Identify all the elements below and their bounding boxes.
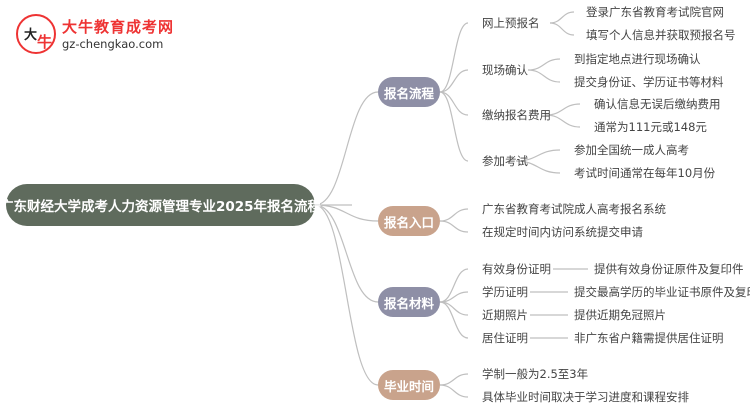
- logo-title: 大牛教育成考网: [62, 18, 175, 36]
- logo-mark: 大 牛: [16, 14, 56, 54]
- process-step-take-exam: 参加考试: [482, 154, 528, 168]
- connector-line: [314, 91, 379, 206]
- connector-line: [439, 69, 469, 93]
- graduation-item: 具体毕业时间取决于学习进度和课程安排: [482, 390, 689, 404]
- connector-line: [527, 69, 561, 83]
- category-node-graduation: 毕业时间: [378, 370, 440, 400]
- process-detail: 考试时间通常在每年10月份: [574, 166, 716, 180]
- category-node-materials: 报名材料: [378, 287, 440, 317]
- connector-line: [439, 91, 469, 162]
- connector-line: [515, 160, 561, 174]
- connector-line: [439, 208, 469, 222]
- logo-mark-char-2: 牛: [37, 33, 53, 51]
- root-node: 广东财经大学成考人力资源管理专业2025年报名流程: [0, 184, 321, 226]
- material-item-photo: 近期照片: [482, 308, 528, 322]
- process-detail: 登录广东省教育考试院官网: [586, 5, 724, 19]
- process-detail: 填写个人信息并获取预报名号: [586, 28, 736, 42]
- process-detail: 参加全国统一成人高考: [574, 143, 689, 157]
- material-detail: 提供有效身份证原件及复印件: [594, 262, 744, 276]
- process-step-online-prereg: 网上预报名: [482, 16, 540, 30]
- material-item-residence: 居住证明: [482, 331, 528, 345]
- logo-mark-char-1: 大: [24, 28, 38, 43]
- logo-url[interactable]: gz-chengkao.com: [62, 37, 164, 51]
- connector-line: [527, 58, 561, 71]
- connector-line: [545, 114, 581, 128]
- connector-line: [549, 11, 575, 24]
- connector-line: [545, 103, 581, 116]
- connector-line: [314, 204, 379, 303]
- material-detail: 提交最高学历的毕业证书原件及复印件: [574, 285, 750, 299]
- process-detail: 确认信息无误后缴纳费用: [594, 97, 721, 111]
- connector-line: [439, 268, 469, 303]
- material-detail: 非广东省户籍需提供居住证明: [574, 331, 724, 345]
- connector-line: [439, 373, 469, 386]
- material-item-id: 有效身份证明: [482, 262, 551, 276]
- process-detail: 通常为111元或148元: [594, 120, 707, 134]
- connector-line: [439, 220, 469, 233]
- category-node-process: 报名流程: [378, 77, 440, 107]
- process-detail: 提交身份证、学历证书等材料: [574, 75, 724, 89]
- connector-line: [439, 301, 469, 339]
- connector-line: [439, 91, 469, 116]
- process-detail: 到指定地点进行现场确认: [574, 52, 701, 66]
- entry-item: 广东省教育考试院成人高考报名系统: [482, 202, 666, 216]
- graduation-item: 学制一般为2.5至3年: [482, 367, 589, 381]
- connector-line: [549, 22, 575, 36]
- entry-item: 在规定时间内访问系统提交申请: [482, 225, 643, 239]
- process-step-pay-fee: 缴纳报名费用: [482, 108, 551, 122]
- connector-line: [314, 204, 379, 386]
- connector-line: [314, 204, 379, 222]
- material-detail: 提供近期免冠照片: [574, 308, 666, 322]
- process-step-onsite-confirm: 现场确认: [482, 63, 528, 77]
- connector-line: [439, 22, 469, 93]
- category-node-entry: 报名入口: [378, 206, 440, 236]
- material-item-education: 学历证明: [482, 285, 528, 299]
- site-logo[interactable]: 大 牛 大牛教育成考网 gz-chengkao.com: [16, 14, 216, 56]
- connector-line: [439, 384, 469, 398]
